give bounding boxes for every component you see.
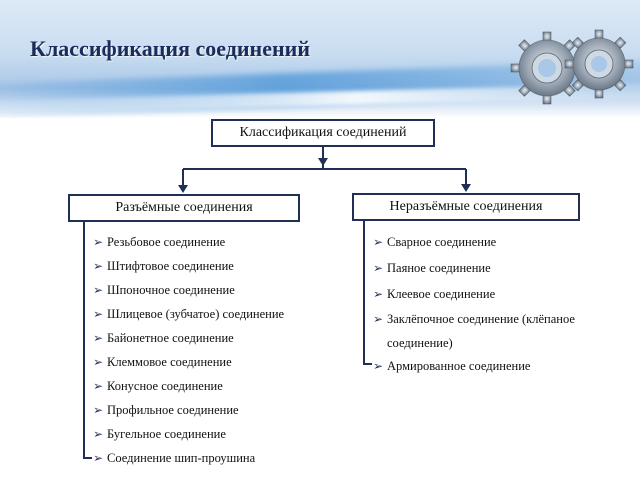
list-item-label: Шпоночное соединение xyxy=(107,283,235,297)
list-item: ➢Штифтовое соединение xyxy=(93,259,234,274)
arrow-right-icon: ➢ xyxy=(373,359,384,373)
list-item: соединение) xyxy=(373,336,453,351)
arrow-right-icon: ➢ xyxy=(93,379,104,393)
list-item-label: Соединение шип-проушина xyxy=(107,451,256,465)
list-item-label: Конусное соединение xyxy=(107,379,223,393)
arrow-right-icon: ➢ xyxy=(93,259,104,273)
detachable-joints-node: Разъёмные соединения xyxy=(68,194,300,222)
slide-header: Классификация соединений xyxy=(0,0,640,118)
list-item-label: Штифтовое соединение xyxy=(107,259,234,273)
list-item-label: Байонетное соединение xyxy=(107,331,234,345)
list-item: ➢Шлицевое (зубчатое) соединение xyxy=(93,307,284,322)
list-item-label: Бугельное соединение xyxy=(107,427,226,441)
gears-icon xyxy=(510,29,634,105)
list-item: ➢Конусное соединение xyxy=(93,379,223,394)
list-item-label: Заклёпочное соединение (клёпаное xyxy=(387,312,575,326)
arrow-right-icon: ➢ xyxy=(93,355,104,369)
list-item-label: Клеевое соединение xyxy=(387,287,496,301)
list-item-label: Шлицевое (зубчатое) соединение xyxy=(107,307,285,321)
list-item-label: Сварное соединение xyxy=(387,235,497,249)
list-item: ➢Резьбовое соединение xyxy=(93,235,225,250)
arrow-right-icon: ➢ xyxy=(373,261,384,275)
list-item: ➢Заклёпочное соединение (клёпаное xyxy=(373,312,575,327)
list-item: ➢Сварное соединение xyxy=(373,235,496,250)
arrow-right-icon: ➢ xyxy=(93,235,104,249)
list-item: ➢Соединение шип-проушина xyxy=(93,451,255,466)
list-item: ➢Профильное соединение xyxy=(93,403,239,418)
list-item-label: соединение) xyxy=(387,336,453,350)
arrow-right-icon: ➢ xyxy=(93,451,104,465)
list-item-label: Профильное соединение xyxy=(107,403,239,417)
arrow-right-icon: ➢ xyxy=(373,312,384,326)
list-item-label: Резьбовое соединение xyxy=(107,235,226,249)
list-item: ➢Армированное соединение xyxy=(373,359,530,374)
list-item-label: Армированное соединение xyxy=(387,359,531,373)
arrow-right-icon: ➢ xyxy=(93,403,104,417)
list-item: ➢Клеевое соединение xyxy=(373,287,495,302)
list-item: ➢Шпоночное соединение xyxy=(93,283,235,298)
arrow-right-icon: ➢ xyxy=(93,331,104,345)
arrow-right-icon: ➢ xyxy=(373,287,384,301)
list-item: ➢Бугельное соединение xyxy=(93,427,226,442)
arrow-right-icon: ➢ xyxy=(93,427,104,441)
slide-title: Классификация соединений xyxy=(30,36,311,61)
arrow-right-icon: ➢ xyxy=(93,283,104,297)
list-item: ➢Паяное соединение xyxy=(373,261,491,276)
permanent-joints-node: Неразъёмные соединения xyxy=(352,193,580,221)
list-item: ➢Клеммовое соединение xyxy=(93,355,232,370)
root-node: Классификация соединений xyxy=(211,119,435,147)
arrow-right-icon: ➢ xyxy=(93,307,104,321)
list-item-label: Паяное соединение xyxy=(387,261,491,275)
arrow-right-icon: ➢ xyxy=(373,235,384,249)
list-item: ➢Байонетное соединение xyxy=(93,331,234,346)
list-item-label: Клеммовое соединение xyxy=(107,355,232,369)
